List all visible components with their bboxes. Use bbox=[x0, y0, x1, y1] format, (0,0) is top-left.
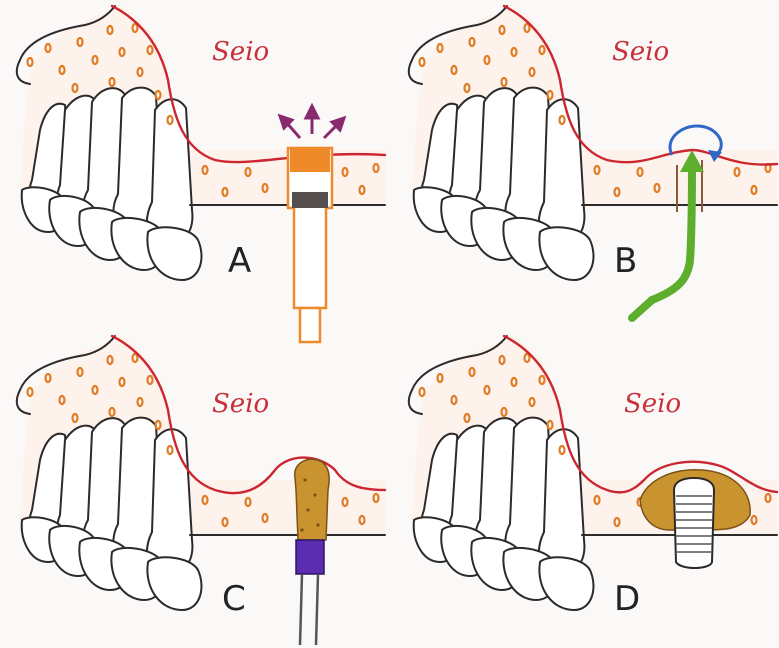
sinus-label: Seio bbox=[624, 389, 681, 419]
panel-d: Seio D bbox=[409, 335, 777, 619]
push-arrows-icon bbox=[280, 106, 344, 138]
panel-label: B bbox=[614, 241, 637, 281]
panel-label: C bbox=[222, 579, 246, 619]
panel-c: Seio C bbox=[17, 335, 385, 645]
implant-icon bbox=[674, 478, 714, 568]
panel-b: Seio B bbox=[409, 5, 777, 318]
sinus-label: Seio bbox=[212, 389, 269, 419]
panel-a: Seio A bbox=[17, 5, 385, 342]
condenser-icon bbox=[296, 540, 324, 645]
sinus-label: Seio bbox=[212, 37, 269, 67]
panel-label: A bbox=[228, 241, 251, 281]
sinus-label: Seio bbox=[612, 37, 669, 67]
osteotome-icon bbox=[288, 148, 332, 342]
graft-icon bbox=[295, 459, 329, 540]
panel-label: D bbox=[614, 579, 640, 619]
